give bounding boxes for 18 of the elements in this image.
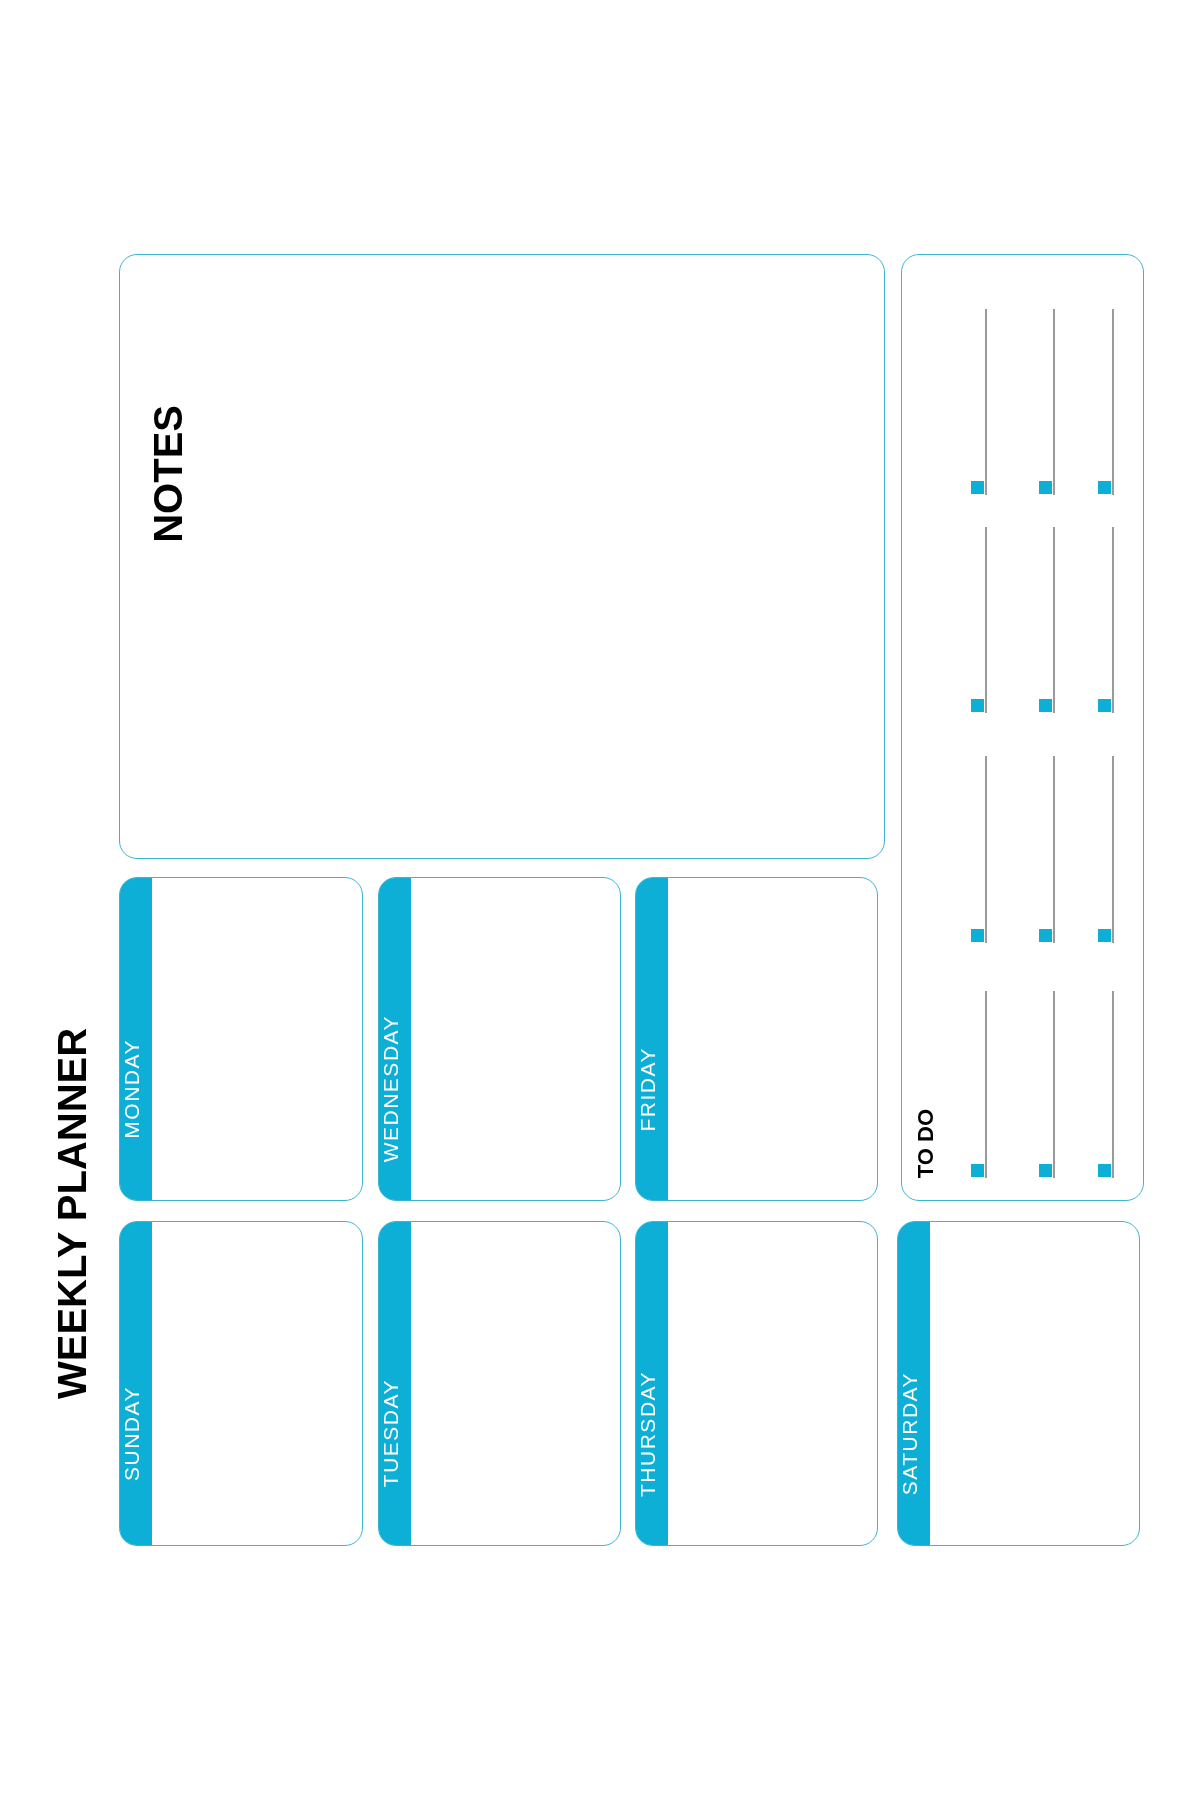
notes-heading: NOTES xyxy=(146,405,190,543)
day-header-band: WEDNESDAY xyxy=(379,878,411,1200)
day-header-band: MONDAY xyxy=(120,878,152,1200)
day-header-band: THURSDAY xyxy=(636,1222,668,1545)
day-box xyxy=(635,877,878,1201)
todo-heading: TO DO xyxy=(914,1108,938,1178)
notes-box xyxy=(119,254,885,859)
day-header-band: TUESDAY xyxy=(379,1222,411,1545)
day-box xyxy=(378,877,621,1201)
day-box xyxy=(378,1221,621,1546)
day-header-band: SUNDAY xyxy=(120,1222,152,1545)
day-box xyxy=(897,1221,1140,1546)
day-header-band: SATURDAY xyxy=(898,1222,930,1545)
day-box xyxy=(119,877,363,1201)
todo-box xyxy=(901,254,1144,1201)
day-box xyxy=(119,1221,363,1546)
day-header-band: FRIDAY xyxy=(636,878,668,1200)
day-box xyxy=(635,1221,878,1546)
